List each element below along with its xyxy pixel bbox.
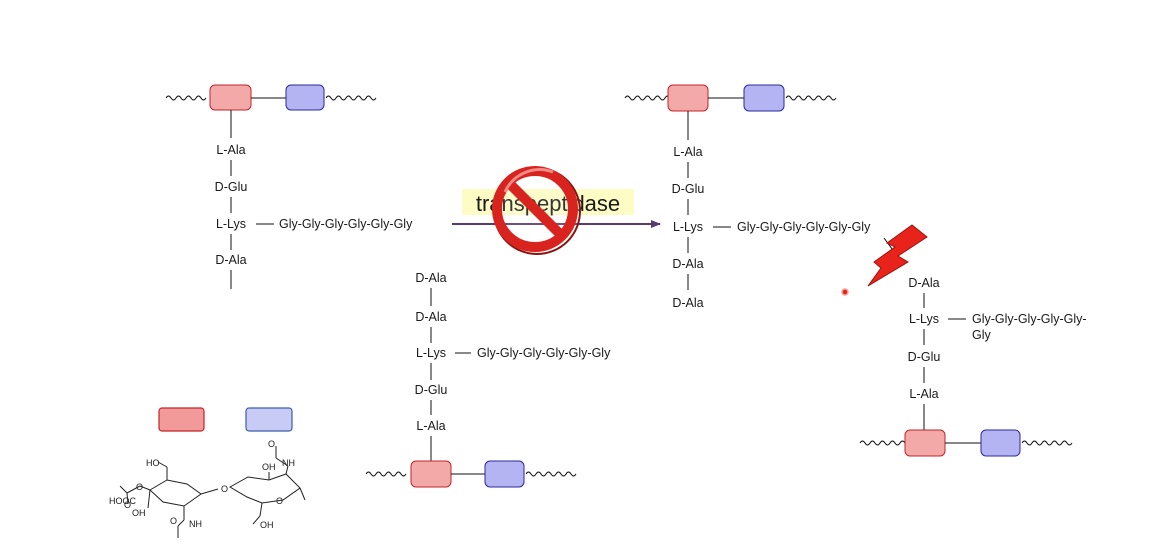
chemical-structure-labels: HO HOOC O O OH NH O OH NH O O OH O xyxy=(109,439,295,530)
residue-label: D-Ala xyxy=(672,257,703,271)
atom-label: O xyxy=(170,516,177,526)
legend-nam-box xyxy=(158,407,205,432)
pentaglycine-bridge-continued: Gly xyxy=(972,328,992,342)
strand-a: L-Ala D-Glu L-Lys Gly-Gly-Gly-Gly-Gly-Gl… xyxy=(165,84,413,289)
nag-sugar-box xyxy=(285,84,325,111)
label-highlight xyxy=(462,189,634,215)
atom-label: O xyxy=(268,439,275,449)
residue-label: D-Ala xyxy=(672,296,703,310)
legend-nag-box xyxy=(245,407,293,432)
atom-label: NH xyxy=(189,519,202,529)
residue-label: D-Glu xyxy=(672,182,705,196)
residue-label: L-Lys xyxy=(416,346,446,360)
nag-sugar-box xyxy=(743,84,785,112)
nam-sugar-box xyxy=(209,84,252,111)
chemical-structure xyxy=(119,446,306,538)
lightning-bolt-icon xyxy=(867,224,928,287)
strand-c: L-Ala D-Glu L-Lys Gly-Gly-Gly-Gly-Gly-Gl… xyxy=(624,84,871,310)
pentaglycine-bridge: Gly-Gly-Gly-Gly-Gly- xyxy=(972,312,1087,326)
glycan-wavy-end-right xyxy=(525,471,577,477)
residue-label: D-Glu xyxy=(215,180,248,194)
glycan-wavy-end-left xyxy=(365,471,407,477)
atom-label: O xyxy=(221,484,228,494)
nag-sugar-box xyxy=(484,460,525,488)
atom-label: OH xyxy=(262,462,276,472)
residue-label: L-Ala xyxy=(673,145,702,159)
residue-label: L-Lys xyxy=(673,220,703,234)
pentaglycine-bridge: Gly-Gly-Gly-Gly-Gly-Gly xyxy=(477,346,611,360)
residue-label: L-Lys xyxy=(216,217,246,231)
glycan-wavy-end-right xyxy=(1021,440,1073,446)
pentaglycine-bridge: Gly-Gly-Gly-Gly-Gly-Gly xyxy=(279,217,413,231)
pointer-dot xyxy=(841,288,849,296)
glycan-wavy-end-left xyxy=(624,95,671,101)
reaction-arrow-group: transpeptidase xyxy=(452,166,661,255)
legend xyxy=(158,407,293,432)
nam-sugar-box xyxy=(667,84,709,112)
residue-label: D-Ala xyxy=(415,310,446,324)
residue-label: L-Ala xyxy=(416,419,445,433)
residue-label: D-Ala xyxy=(908,276,939,290)
glycan-wavy-end-left xyxy=(165,95,207,101)
glycan-wavy-end-right xyxy=(785,95,837,101)
atom-label: O xyxy=(276,496,283,506)
nag-sugar-box xyxy=(980,429,1021,457)
residue-label: D-Ala xyxy=(415,271,446,285)
atom-label: NH xyxy=(282,458,295,468)
glycan-wavy-end-left xyxy=(859,440,906,446)
atom-label: OH xyxy=(260,520,274,530)
residue-label: L-Ala xyxy=(216,143,245,157)
no-sign-icon xyxy=(492,166,581,255)
residue-label: L-Lys xyxy=(909,312,939,326)
nam-sugar-box xyxy=(410,460,452,488)
nam-sugar-box xyxy=(904,429,946,457)
residue-label: D-Glu xyxy=(908,350,941,364)
pentaglycine-bridge: Gly-Gly-Gly-Gly-Gly-Gly xyxy=(737,220,871,234)
atom-label: OH xyxy=(132,508,146,518)
atom-label: HOOC xyxy=(109,496,137,506)
strand-b: D-Ala D-Ala L-Lys Gly-Gly-Gly-Gly-Gly-Gl… xyxy=(365,271,611,488)
residue-label: D-Glu xyxy=(415,383,448,397)
strand-d: D-Ala L-Lys Gly-Gly-Gly-Gly-Gly- Gly D-G… xyxy=(859,276,1087,457)
atom-label: O xyxy=(136,482,143,492)
atom-label: O xyxy=(124,500,131,510)
residue-label: D-Ala xyxy=(215,253,246,267)
residue-label: L-Ala xyxy=(909,387,938,401)
atom-label: HO xyxy=(146,458,160,468)
glycan-wavy-end-right xyxy=(325,95,377,101)
